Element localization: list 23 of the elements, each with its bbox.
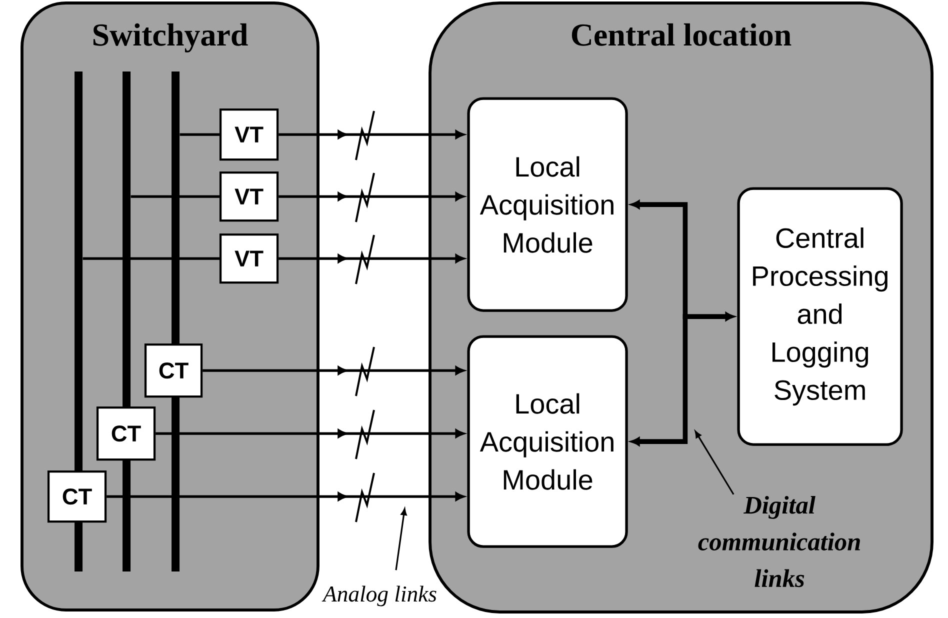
arrow [278,130,464,139]
device-box: VT [219,233,279,284]
device-box: VT [219,108,279,161]
arrow [156,429,464,438]
connector-line [82,257,220,260]
connector-line [180,133,220,136]
process-box: Local Acquisition Module [467,97,628,312]
arrow [202,366,464,375]
arrow [278,192,464,201]
device-box: VT [219,171,279,222]
arrow [278,254,464,263]
process-box: Central Processing and Logging System [737,187,903,446]
arrow [685,312,734,321]
process-box: Local Acquisition Module [467,335,628,548]
leader-arrow [395,508,407,570]
connector-line [130,195,220,198]
arrow [106,492,464,501]
device-box: CT [47,470,107,523]
device-box: CT [144,343,203,398]
arrow [630,314,688,446]
device-box: CT [96,406,156,461]
annotation-text: Digital communication links [698,496,860,588]
leader-arrow [694,430,734,495]
